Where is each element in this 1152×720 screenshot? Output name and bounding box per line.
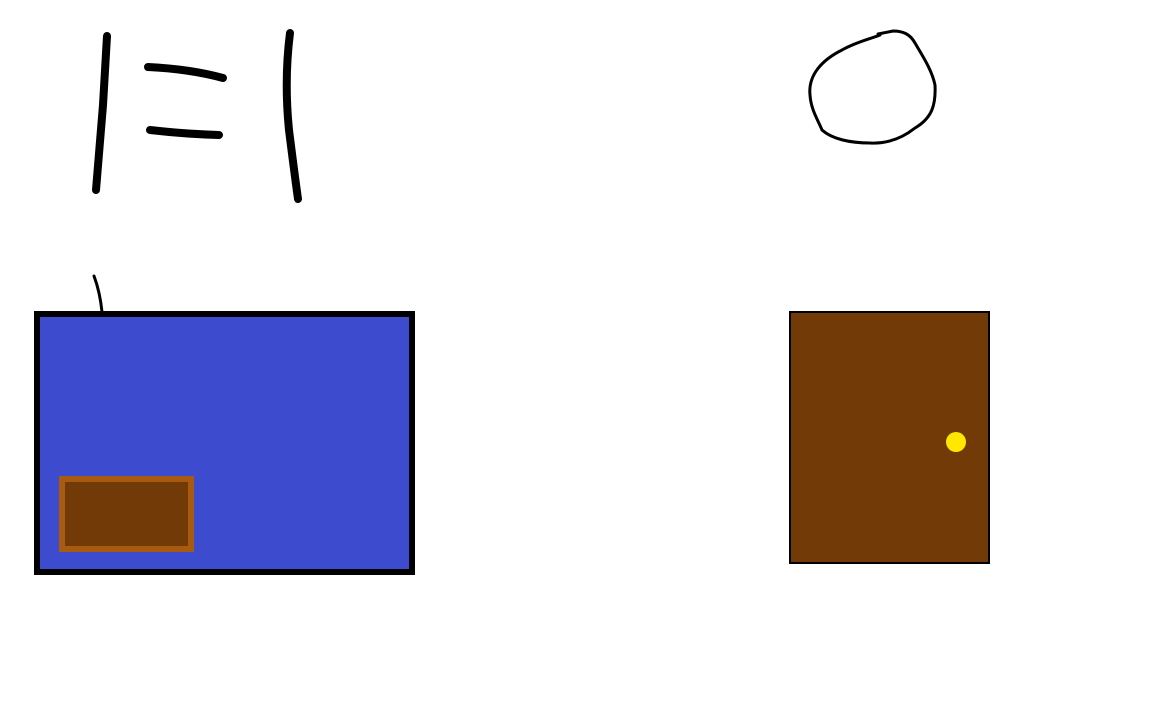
equals-icon (92, 29, 302, 203)
wooden-panel[interactable] (59, 476, 194, 552)
left-bar-stroke (92, 32, 111, 194)
blue-box[interactable] (34, 311, 415, 575)
door-knob-icon[interactable] (946, 432, 966, 452)
top-dash-stroke (144, 63, 227, 82)
circle-icon (808, 29, 937, 145)
bottom-dash-stroke (146, 126, 223, 139)
right-bar-stroke (282, 29, 302, 203)
